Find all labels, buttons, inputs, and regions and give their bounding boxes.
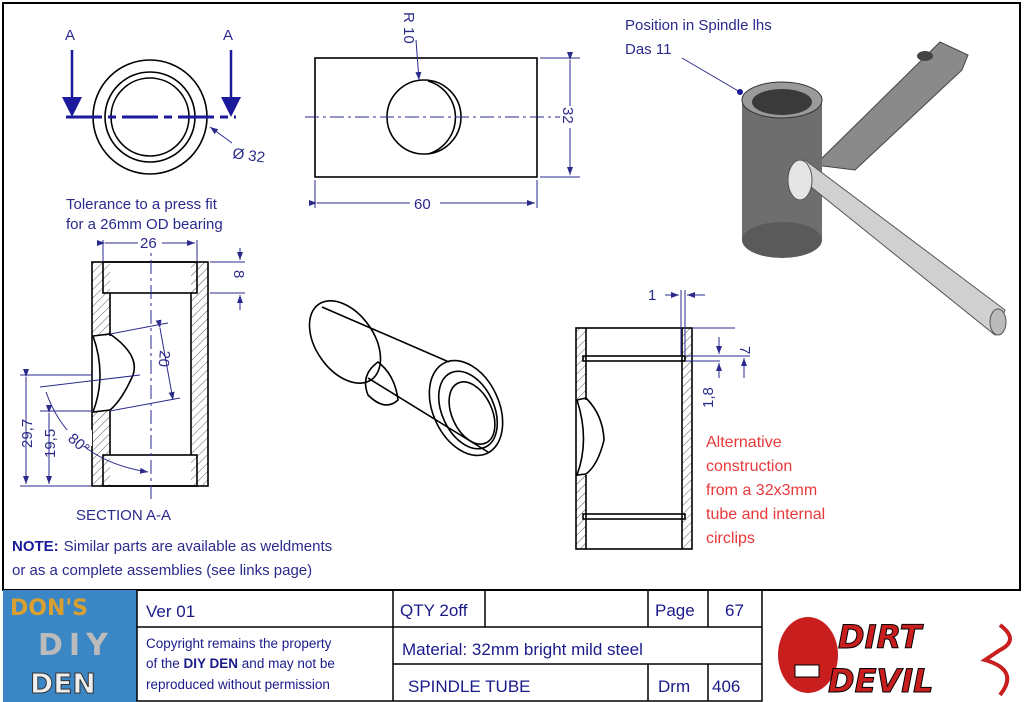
tolerance-note-line2: for a 26mm OD bearing: [66, 216, 223, 233]
radius-dimension: R 10: [400, 12, 417, 44]
overall-offset-dimension: 29,7: [19, 419, 36, 448]
bore-dimension: 26: [140, 235, 157, 252]
page-number: 67: [725, 601, 744, 620]
general-note-line2: or as a complete assemblies (see links p…: [12, 562, 312, 579]
alt-note-line1: Alternative: [706, 434, 782, 451]
drawing-frame: [2, 2, 1021, 591]
hole-width-dimension: 20: [155, 350, 173, 368]
isometric-tube: [308, 300, 504, 457]
alternative-section-view: 1 1,8 7 Alternative construction from a …: [575, 287, 825, 550]
spindle-3d-render: Position in Spindle lhs Das 11: [625, 17, 1007, 336]
groove-offset-dimension: 7: [736, 346, 753, 354]
copyright-brand: DIY DEN: [184, 656, 239, 671]
diameter-dimension: Ø 32: [231, 145, 266, 166]
alt-note-line3: from a 32x3mm: [706, 482, 817, 499]
svg-text:DON'S: DON'S: [10, 596, 88, 621]
side-view: R 10 32 60: [305, 12, 580, 213]
position-note-line2: Das 11: [625, 41, 671, 58]
drawing-number: 406: [712, 677, 740, 696]
tolerance-note-line1: Tolerance to a press fit: [66, 196, 218, 213]
alt-note-line2: construction: [706, 458, 792, 475]
dons-diy-den-logo: [3, 590, 137, 702]
copyright-line1: Copyright remains the property: [146, 636, 332, 651]
hole-offset-dimension: 19,5: [42, 429, 59, 458]
copyright-line2: of the DIY DEN and may not be: [146, 656, 335, 671]
position-note-line1: Position in Spindle lhs: [625, 17, 772, 34]
dirt-devil-logo: DIRT DEVIL: [778, 617, 1012, 701]
note-label: NOTE:: [12, 538, 59, 555]
svg-text:DIRT: DIRT: [838, 618, 924, 656]
material: Material: 32mm bright mild steel: [402, 640, 643, 659]
note-text-line1: Similar parts are available as weldments: [64, 538, 332, 555]
drawing-label: Drm: [658, 677, 690, 696]
version: Ver 01: [146, 602, 195, 621]
alt-note-line4: tube and internal: [706, 506, 825, 523]
groove-width-dimension: 1: [648, 287, 656, 304]
copyright-line3: reproduced without permission: [146, 677, 330, 692]
page-label: Page: [655, 601, 695, 620]
counterbore-depth-dimension: 8: [230, 270, 247, 278]
section-label-right: A: [223, 27, 233, 44]
title-block: DON'S DIY DEN Ver 01 QTY 2off Page 67 Co…: [3, 589, 1012, 702]
general-note-line1: NOTE: Similar parts are available as weld…: [12, 538, 332, 555]
quantity: QTY 2off: [400, 601, 468, 620]
svg-text:DIY: DIY: [38, 628, 114, 663]
end-view: A A Ø 32: [62, 27, 266, 175]
height-dimension: 32: [559, 107, 576, 124]
section-label-left: A: [65, 27, 75, 44]
alt-note-line5: circlips: [706, 530, 755, 547]
svg-text:DEVIL: DEVIL: [828, 662, 933, 700]
section-title: SECTION A-A: [76, 507, 171, 524]
svg-text:DEN: DEN: [30, 667, 96, 700]
part-name: SPINDLE TUBE: [408, 677, 531, 696]
section-view: Tolerance to a press fit for a 26mm OD b…: [19, 196, 247, 524]
length-dimension: 60: [414, 196, 431, 213]
groove-depth-dimension: 1,8: [700, 387, 717, 408]
